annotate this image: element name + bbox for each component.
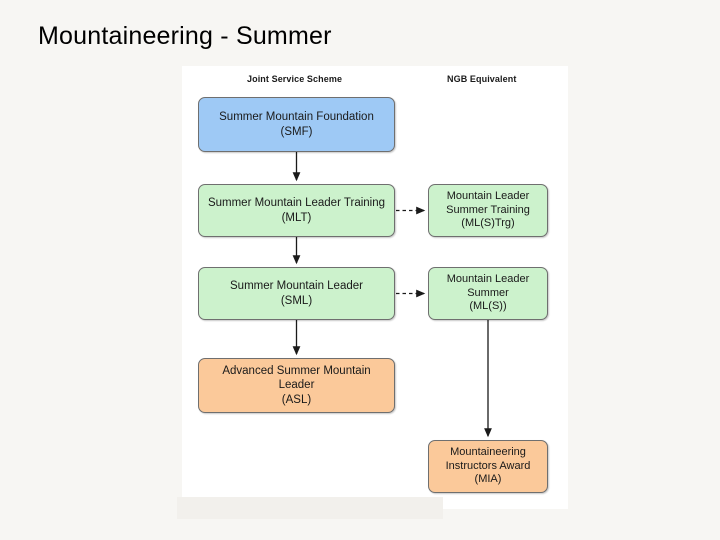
node-asl-line2: Leader [278,379,315,392]
node-mlt-line1: Summer Mountain Leader Training [207,197,386,210]
node-mls[interactable]: Mountain Leader Summer (ML(S)) [428,267,548,320]
node-mlstrg-line2: Summer Training [446,203,530,216]
node-asl-line3: (ASL) [281,393,312,406]
page-title: Mountaineering - Summer [38,22,332,50]
node-mlstrg-line3: (ML(S)Trg) [461,217,515,230]
node-mls-line3: (ML(S)) [469,300,507,313]
node-sml-line2: (SML) [280,294,313,307]
node-mlstrg-line1: Mountain Leader [446,190,530,203]
node-smf[interactable]: Summer Mountain Foundation (SMF) [198,97,395,152]
node-mia-line2: Instructors Award [445,459,531,472]
node-smf-line1: Summer Mountain Foundation [219,111,374,124]
node-mlt[interactable]: Summer Mountain Leader Training (MLT) [198,184,395,237]
node-mlt-line2: (MLT) [281,211,312,224]
bottom-band [177,497,443,519]
node-mia[interactable]: Mountaineering Instructors Award (MIA) [428,440,548,493]
column-header-ngb-equivalent: NGB Equivalent [447,74,517,84]
node-asl-line1: Advanced Summer Mountain [222,365,371,378]
node-mls-line1: Mountain Leader [446,273,530,286]
node-mia-line1: Mountaineering [450,446,526,459]
node-mia-line3: (MIA) [474,473,502,486]
node-sml[interactable]: Summer Mountain Leader (SML) [198,267,395,320]
node-smf-line2: (SMF) [280,125,313,138]
node-mls-line2: Summer [467,286,509,299]
node-mlstrg[interactable]: Mountain Leader Summer Training (ML(S)Tr… [428,184,548,237]
node-sml-line1: Summer Mountain Leader [230,280,363,293]
node-asl[interactable]: Advanced Summer Mountain Leader (ASL) [198,358,395,413]
column-header-joint-service-scheme: Joint Service Scheme [247,74,343,84]
